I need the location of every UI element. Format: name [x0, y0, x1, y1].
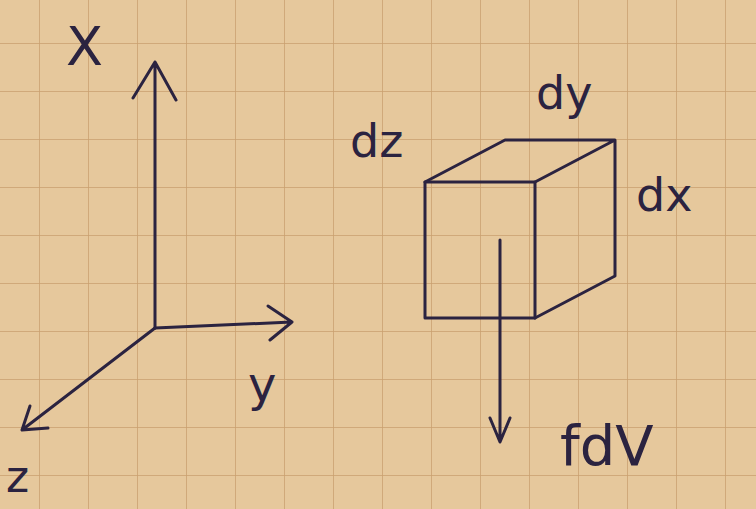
x-axis	[133, 62, 176, 328]
axis-label: X	[66, 20, 103, 74]
axis-label: z	[6, 455, 29, 499]
z-axis	[22, 328, 155, 430]
axis-label: y	[248, 360, 276, 408]
force-label: fdV	[560, 418, 654, 474]
dimension-label: dx	[636, 172, 692, 218]
dimension-label: dz	[350, 118, 403, 164]
force-arrow	[490, 240, 510, 442]
y-axis	[155, 306, 292, 340]
dimension-label: dy	[536, 70, 592, 116]
cube-front	[425, 182, 535, 318]
cube-back	[425, 140, 615, 318]
